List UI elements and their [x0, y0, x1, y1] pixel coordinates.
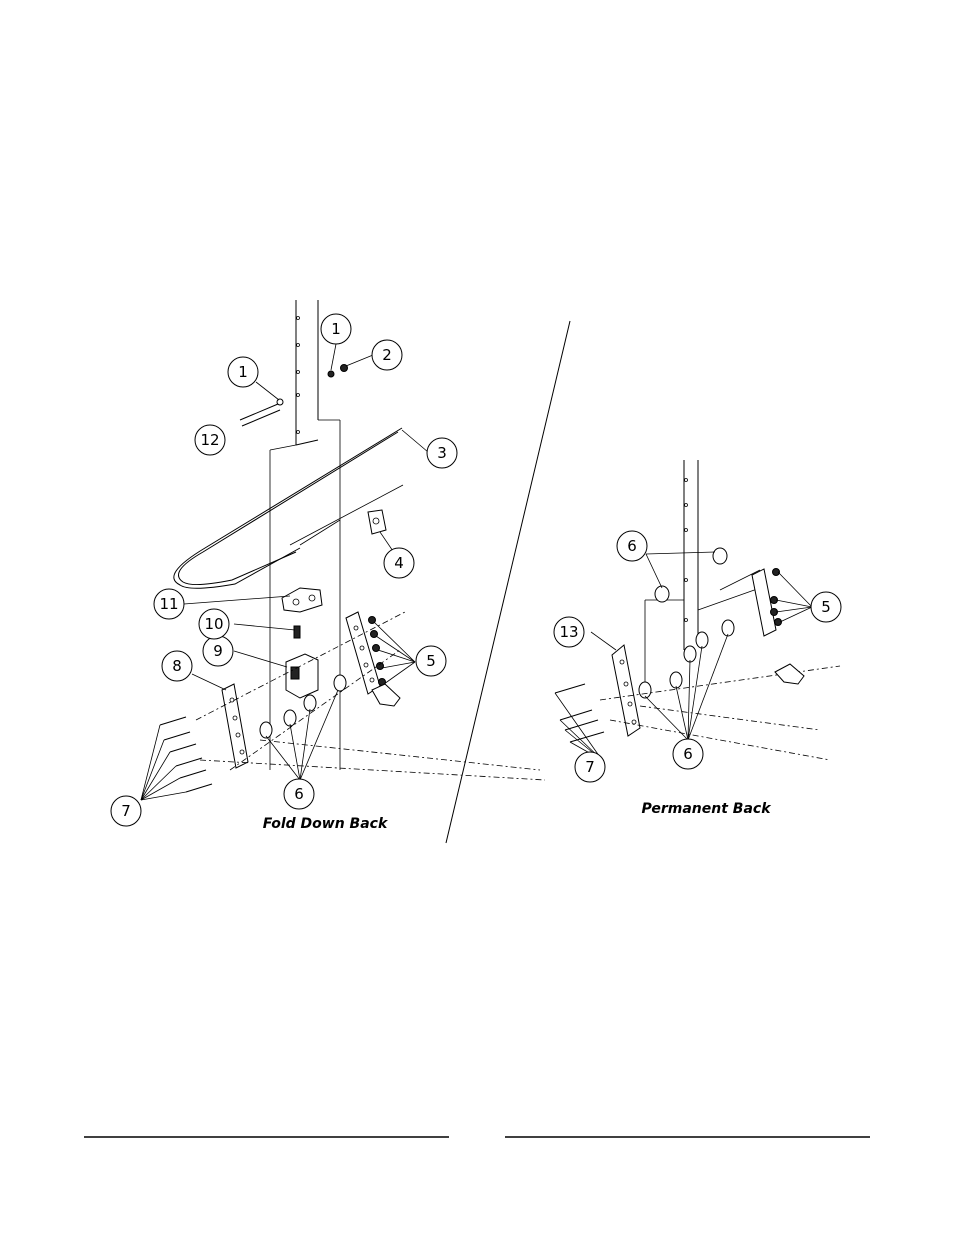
svg-text:1: 1 [331, 320, 341, 338]
fold-down-back-view: 1 1 2 3 4 5 6 7 [111, 300, 545, 832]
svg-text:4: 4 [394, 554, 404, 572]
callout-8: 8 [162, 651, 192, 681]
back-post [296, 300, 318, 445]
callout-5-permanent: 5 [811, 592, 841, 622]
bolts-part-7 [160, 717, 212, 792]
callout-9: 9 [203, 636, 233, 666]
callout-10: 10 [199, 609, 229, 639]
svg-text:13: 13 [559, 623, 578, 641]
svg-text:6: 6 [683, 745, 693, 763]
svg-text:6: 6 [294, 785, 304, 803]
svg-text:5: 5 [821, 598, 831, 616]
view-divider [446, 321, 570, 843]
svg-text:7: 7 [585, 758, 595, 776]
svg-text:10: 10 [204, 615, 223, 633]
svg-text:1: 1 [238, 363, 248, 381]
callout-2: 2 [372, 340, 402, 370]
callout-1a: 1 [228, 357, 258, 387]
callout-11: 11 [154, 589, 184, 619]
permanent-back-view: 6 5 13 6 7 Permanent Back [554, 460, 841, 817]
callout-6: 6 [284, 779, 314, 809]
callout-5: 5 [416, 646, 446, 676]
callout-13: 13 [554, 617, 584, 647]
svg-text:5: 5 [426, 652, 436, 670]
callout-4: 4 [384, 548, 414, 578]
svg-text:6: 6 [627, 537, 637, 555]
bracket-part-11 [282, 588, 322, 612]
caption-permanent-back: Permanent Back [641, 801, 772, 817]
bolts-part-7-permanent [555, 684, 604, 742]
caption-fold-down-back: Fold Down Back [263, 816, 389, 832]
callout-1b: 1 [321, 314, 351, 344]
callout-6-bottom: 6 [673, 739, 703, 769]
svg-text:12: 12 [200, 431, 219, 449]
callout-12: 12 [195, 425, 225, 455]
svg-text:2: 2 [382, 346, 392, 364]
washer-part-1 [328, 371, 334, 377]
callout-6-top: 6 [617, 531, 647, 561]
callout-7: 7 [111, 796, 141, 826]
screw-part-12 [240, 399, 283, 426]
lock-block-part-9 [286, 654, 318, 698]
svg-text:7: 7 [121, 802, 131, 820]
callout-3: 3 [427, 438, 457, 468]
latch-part-4 [368, 510, 386, 534]
side-plate-part-13 [612, 645, 640, 736]
svg-text:3: 3 [437, 444, 447, 462]
spring-part-10 [294, 626, 300, 638]
side-plate-part-8 [222, 684, 248, 768]
svg-text:11: 11 [159, 595, 178, 613]
svg-text:9: 9 [213, 642, 223, 660]
side-plate-right [346, 612, 380, 694]
svg-text:8: 8 [172, 657, 182, 675]
callout-7-permanent: 7 [575, 752, 605, 782]
back-post-permanent [684, 460, 698, 650]
spacers-part-6-permanent [639, 548, 734, 698]
